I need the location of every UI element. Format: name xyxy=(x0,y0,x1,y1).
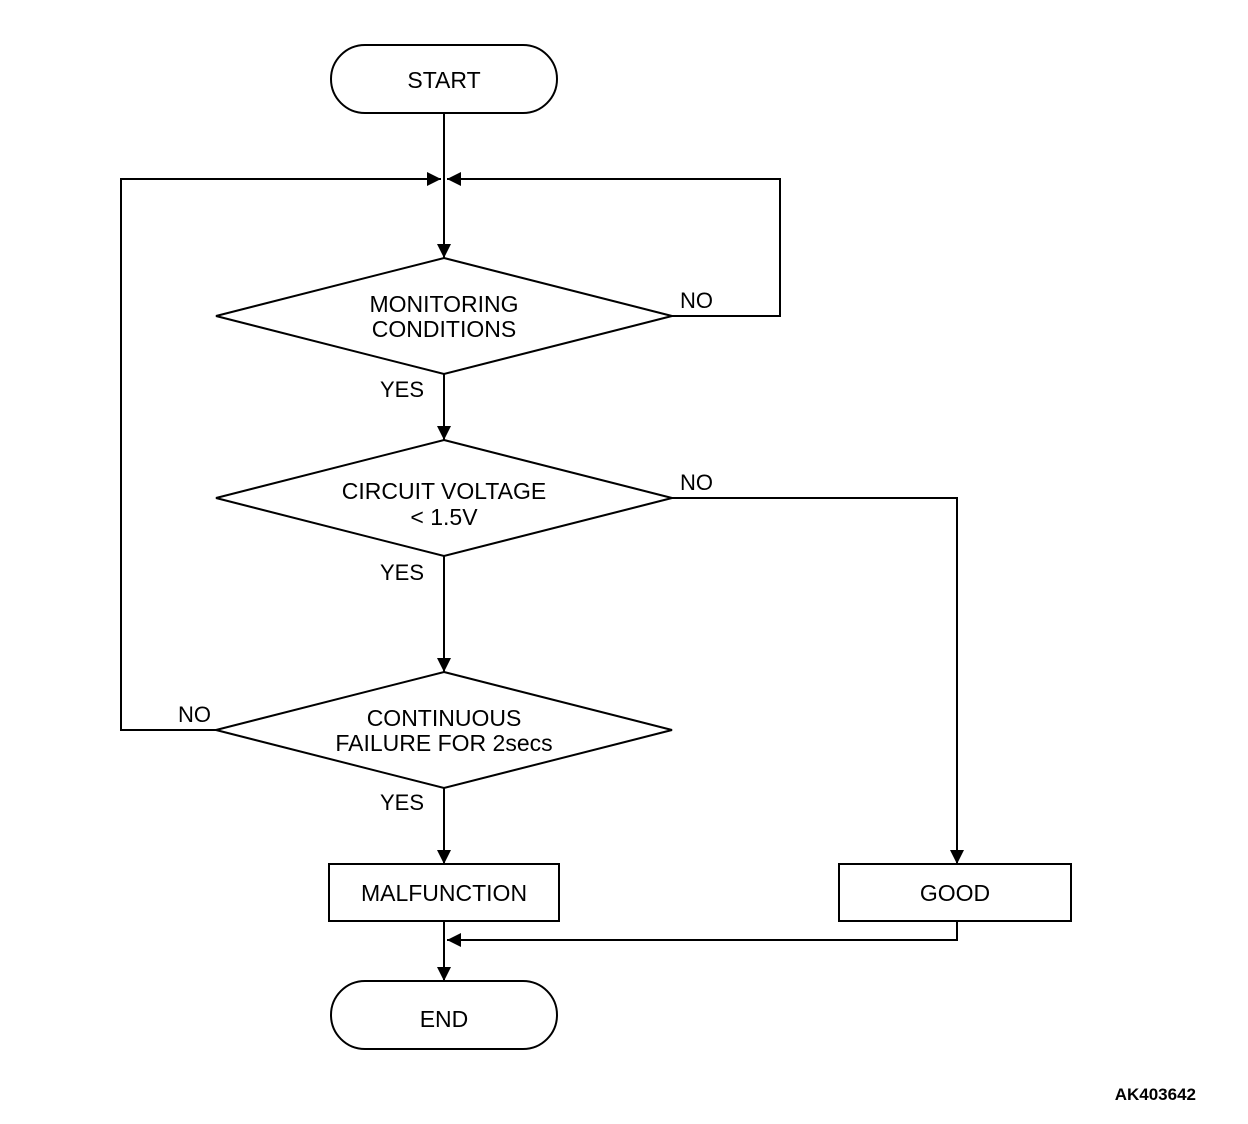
good-box: GOOD xyxy=(838,863,1072,922)
monitoring-label-line2: CONDITIONS xyxy=(372,316,516,342)
end-label: END xyxy=(420,1006,469,1032)
continuous-yes-label: YES xyxy=(380,790,424,815)
voltage-label-line1: CIRCUIT VOLTAGE xyxy=(342,478,546,504)
malfunction-label: MALFUNCTION xyxy=(361,880,527,906)
voltage-no-label: NO xyxy=(680,470,713,495)
monitoring-yes-label: YES xyxy=(380,377,424,402)
monitoring-no-label: NO xyxy=(680,288,713,313)
continuous-label-line2: FAILURE FOR 2secs xyxy=(335,730,552,756)
connector-voltage-no-good xyxy=(672,497,964,864)
malfunction-box: MALFUNCTION xyxy=(328,863,560,922)
continuous-label-line1: CONTINUOUS xyxy=(367,705,522,731)
connector-continuous-no-loop xyxy=(120,172,441,731)
monitoring-label-line1: MONITORING xyxy=(369,291,518,317)
end-terminal: END xyxy=(330,980,558,1050)
start-terminal: START xyxy=(330,44,558,114)
circuit-voltage-decision: CIRCUIT VOLTAGE < 1.5V xyxy=(215,438,673,558)
connector-monitoring-no-loop xyxy=(447,172,781,317)
good-label: GOOD xyxy=(920,880,990,906)
figure-code: AK403642 xyxy=(1115,1085,1196,1104)
continuous-failure-decision: CONTINUOUS FAILURE FOR 2secs xyxy=(215,670,673,790)
monitoring-conditions-decision: MONITORING CONDITIONS xyxy=(215,256,673,376)
continuous-no-label: NO xyxy=(178,702,211,727)
connector-good-end xyxy=(447,921,958,947)
start-label: START xyxy=(407,67,480,93)
voltage-label-line2: < 1.5V xyxy=(410,504,478,530)
voltage-yes-label: YES xyxy=(380,560,424,585)
